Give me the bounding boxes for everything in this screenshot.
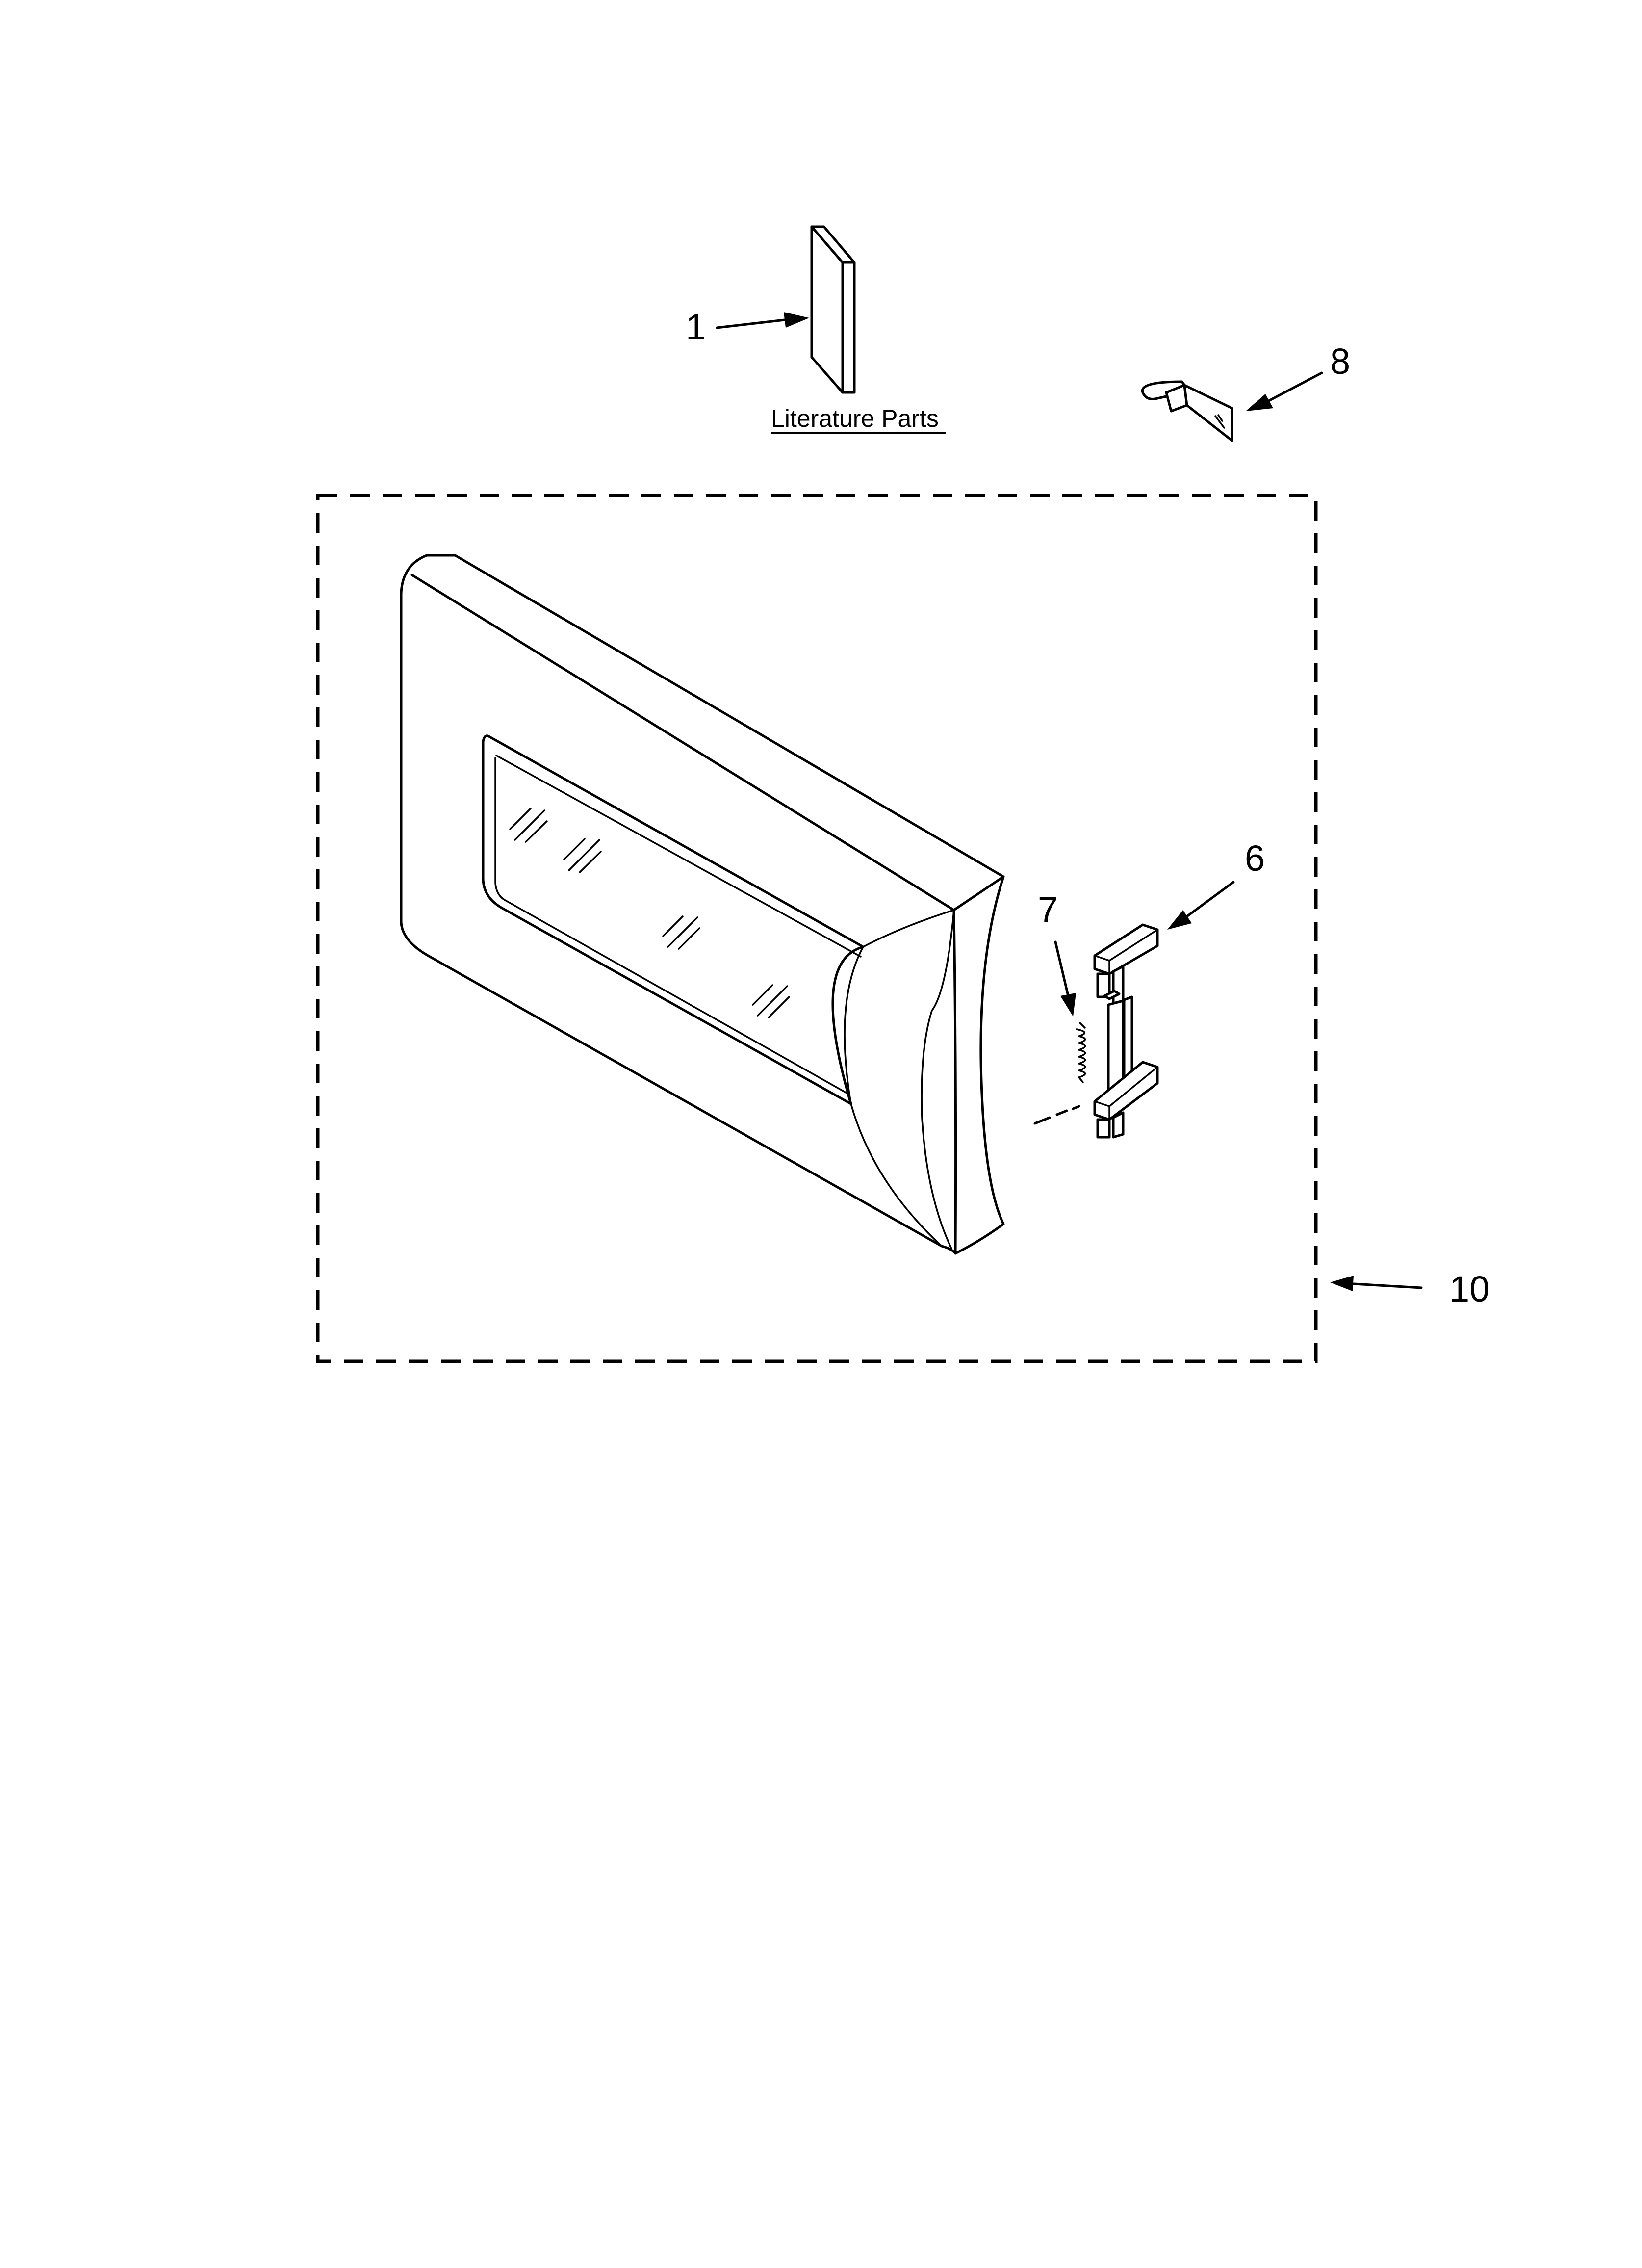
glass-reflection-marks: [509, 808, 790, 1018]
leader-arrow-1: [716, 312, 809, 329]
leader-arrow-8: [1246, 371, 1323, 411]
callout-1: 1: [686, 307, 706, 347]
callout-6: 6: [1245, 838, 1265, 879]
callout-10: 10: [1449, 1269, 1489, 1309]
literature-caption: Literature Parts: [771, 405, 939, 432]
callout-7: 7: [1038, 889, 1058, 930]
door-assembly-boundary: [316, 494, 1318, 1363]
leader-arrow-6: [1167, 881, 1235, 930]
hinge-clip-icon: [1141, 380, 1233, 442]
assembly-dash-line: [1033, 1105, 1080, 1125]
door-latch-icon: [1093, 923, 1159, 1139]
leader-arrow-10: [1330, 1276, 1423, 1291]
spring-icon: [1076, 1022, 1086, 1083]
literature-booklet-icon: [810, 225, 856, 394]
leader-arrow-7: [1054, 940, 1076, 1017]
microwave-door-icon: [400, 554, 1005, 1255]
callout-8: 8: [1330, 341, 1350, 382]
